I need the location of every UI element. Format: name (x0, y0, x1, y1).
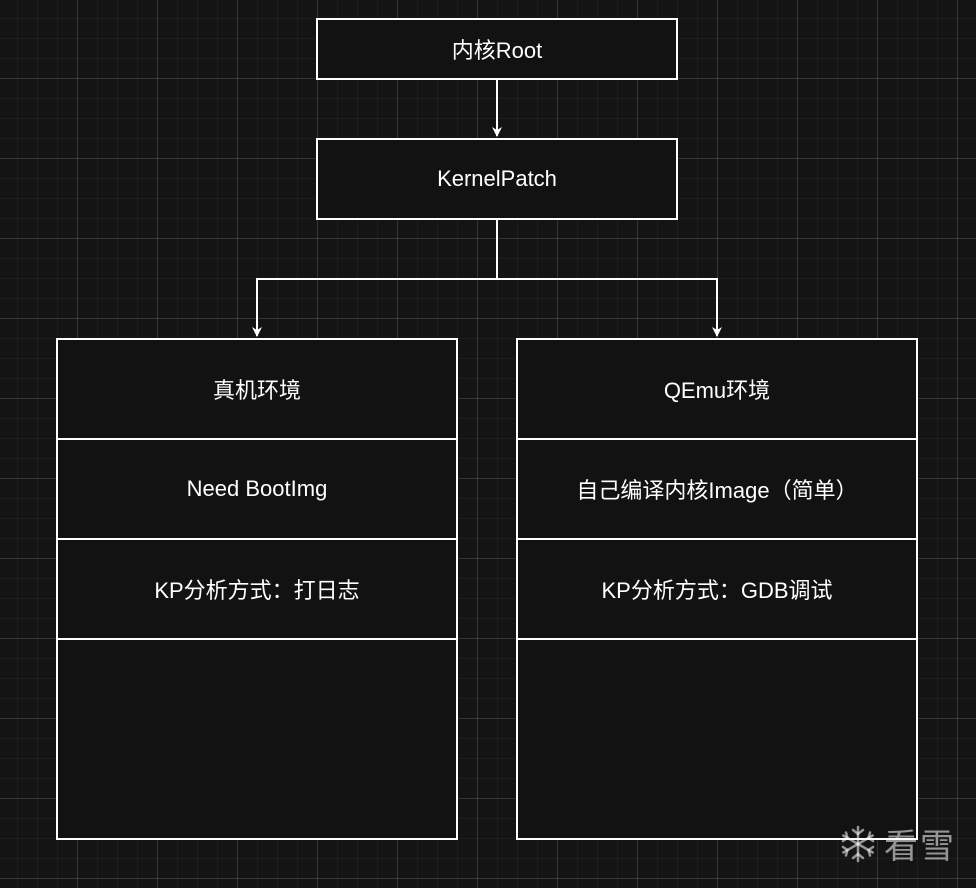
qemu-analysis-method: KP分析方式：GDB调试 (601, 578, 833, 603)
real-device-analysis-method: KP分析方式：打日志 (154, 578, 360, 603)
qemu-title: QEmu环境 (663, 378, 771, 403)
qemu-table[interactable]: QEmu环境 自己编译内核Image（简单） KP分析方式：GDB调试 (516, 338, 918, 840)
table-row-empty (58, 640, 456, 838)
arrow-patch-to-left (252, 220, 498, 337)
table-row: QEmu环境 (518, 340, 916, 440)
table-row-empty (518, 640, 916, 838)
table-row: 自己编译内核Image（简单） (518, 440, 916, 540)
root-node-label: 内核Root (451, 38, 543, 63)
root-node[interactable]: 内核Root (316, 18, 678, 80)
table-row: Need BootImg (58, 440, 456, 540)
table-row: 真机环境 (58, 340, 456, 440)
real-device-title: 真机环境 (212, 378, 301, 403)
real-device-table[interactable]: 真机环境 Need BootImg KP分析方式：打日志 (56, 338, 458, 840)
watermark-text: 看雪 (884, 827, 956, 867)
arrow-patch-to-right (497, 278, 722, 337)
kanxue-watermark: 看雪 (838, 819, 956, 868)
qemu-requirement: 自己编译内核Image（简单） (576, 478, 858, 503)
real-device-requirement: Need BootImg (186, 476, 328, 501)
snowflake-icon (841, 825, 875, 862)
table-row: KP分析方式：打日志 (58, 540, 456, 640)
kernelpatch-node[interactable]: KernelPatch (316, 138, 678, 220)
table-row: KP分析方式：GDB调试 (518, 540, 916, 640)
kernelpatch-node-label: KernelPatch (437, 166, 557, 191)
